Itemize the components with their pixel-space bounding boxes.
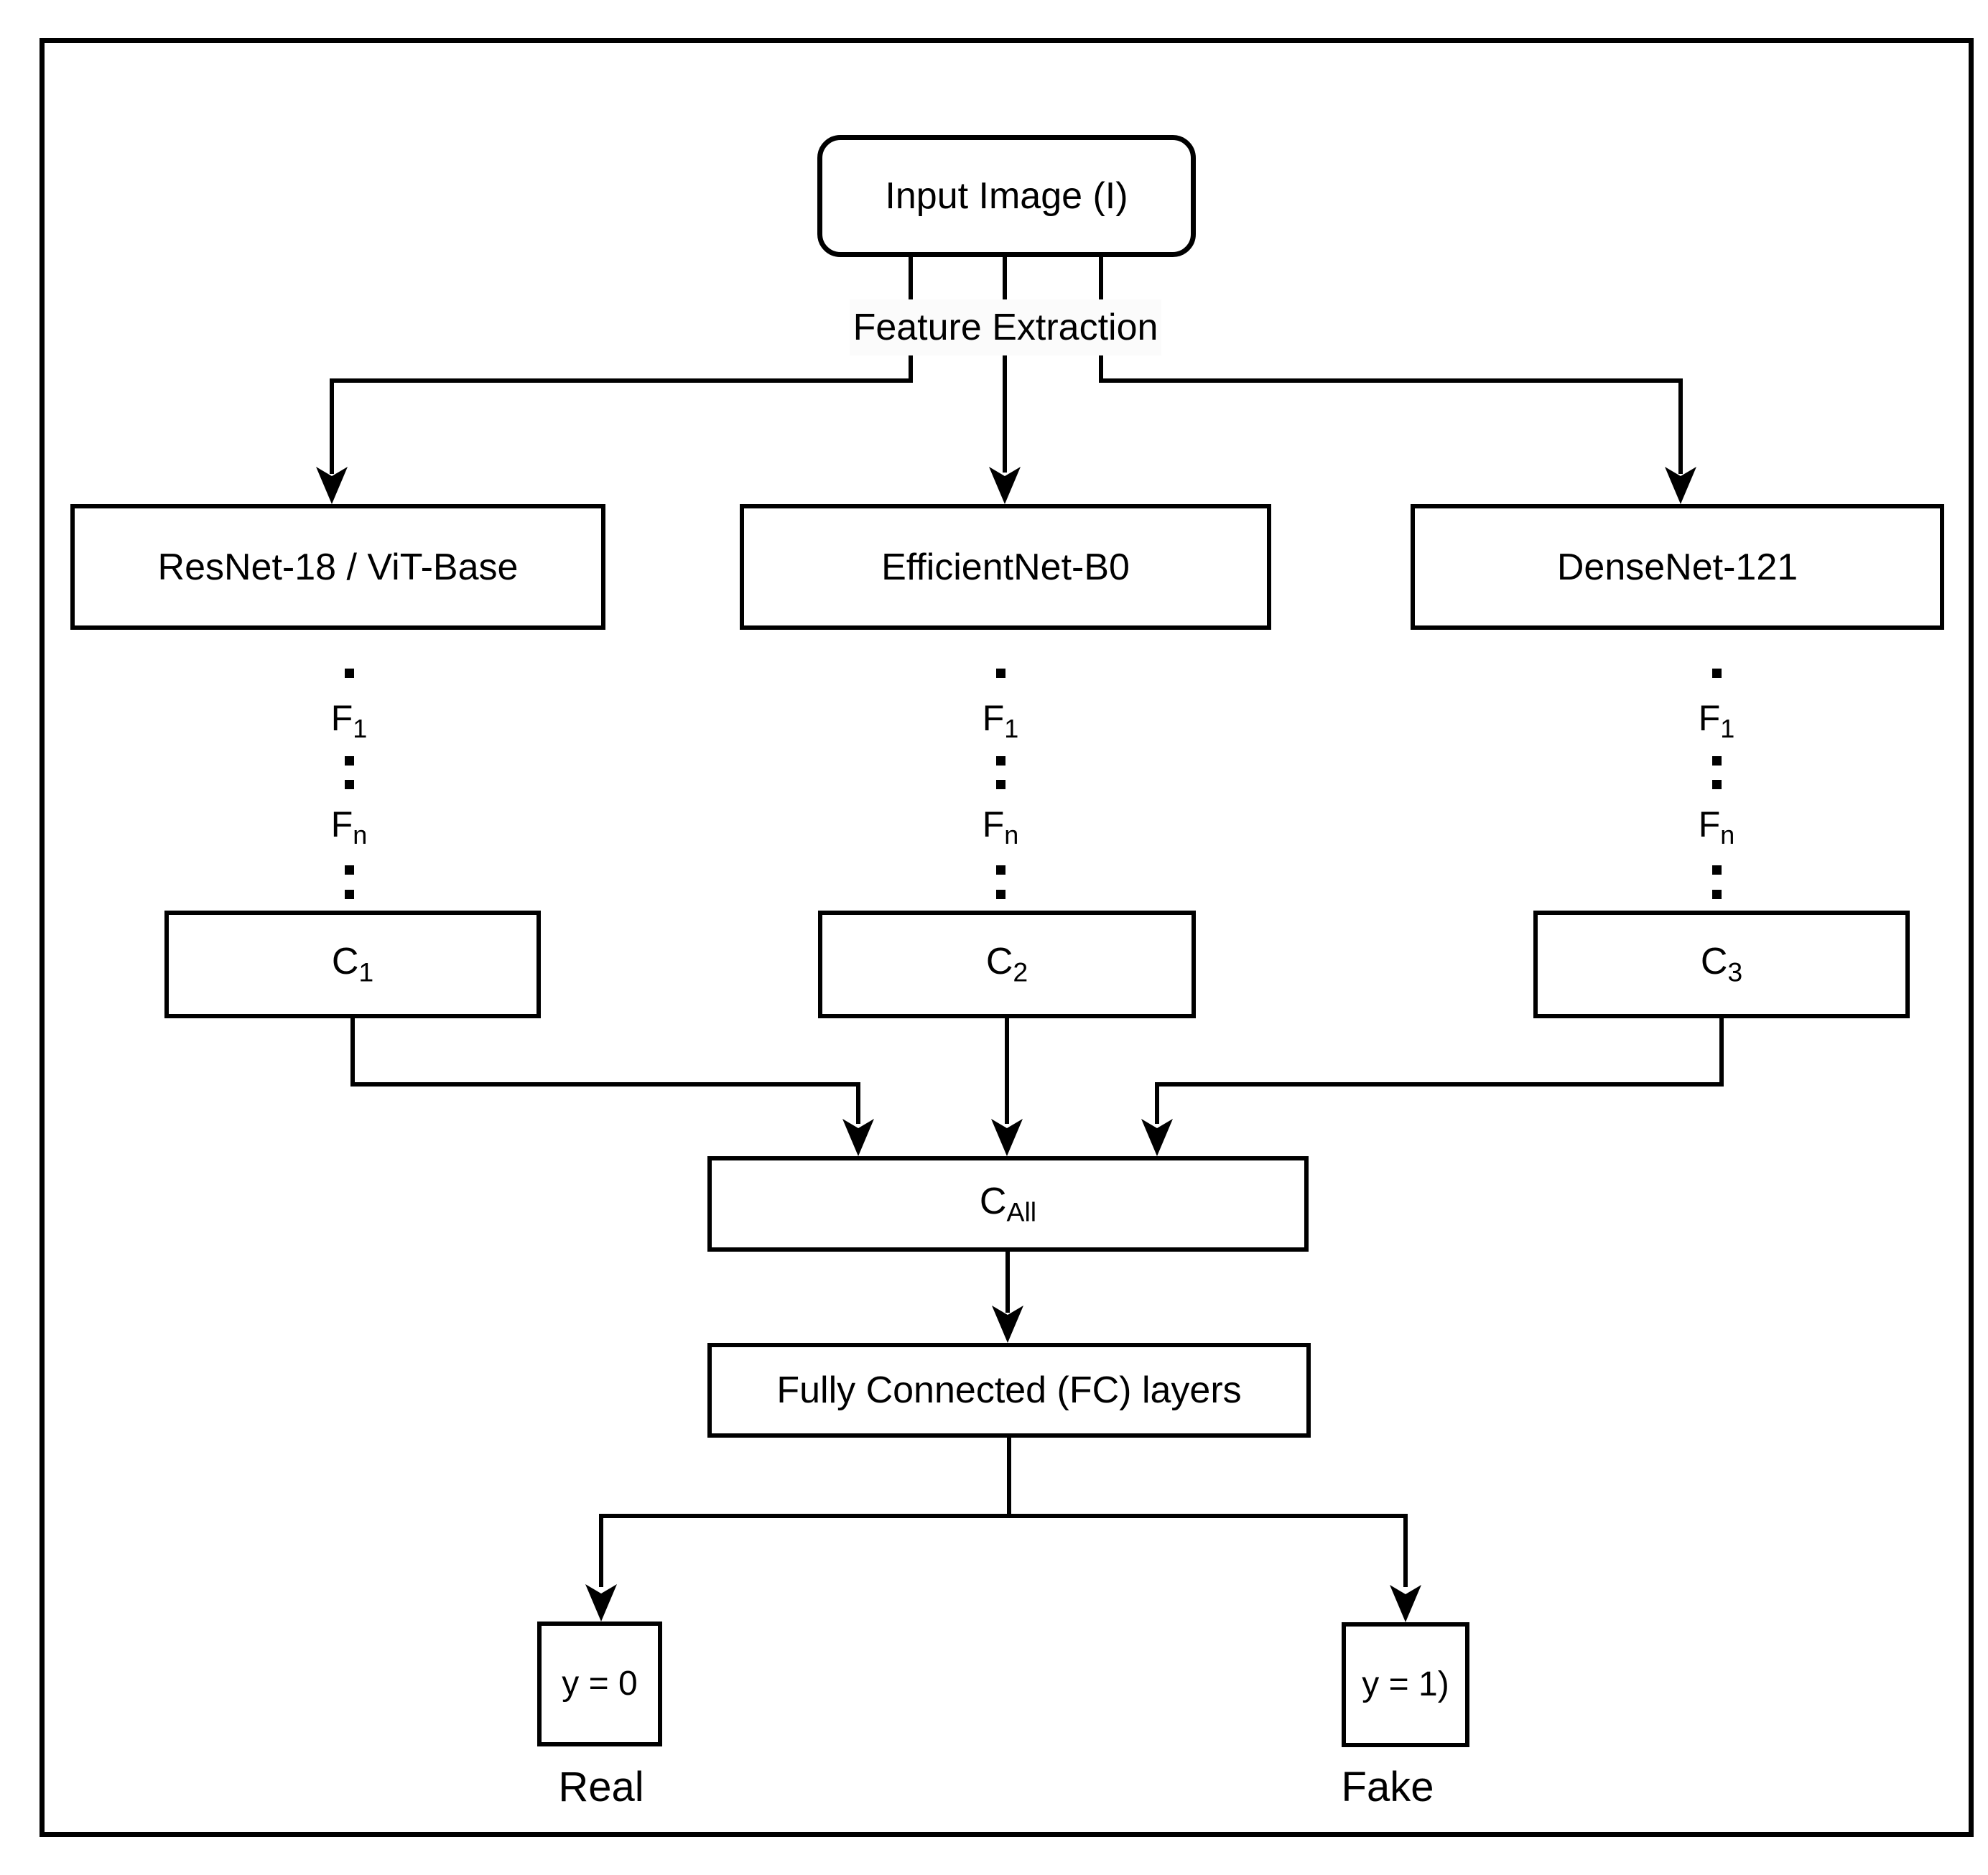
output-real-node: y = 0 xyxy=(537,1622,662,1746)
connector-branch-right-horizontal xyxy=(1099,378,1683,383)
input-image-label: Input Image (I) xyxy=(885,175,1128,217)
feature-f1-label: F1 xyxy=(330,698,368,744)
arrowhead-c1-into-concat xyxy=(842,1119,874,1156)
classifier-c1-label: C1 xyxy=(331,941,374,987)
connector-c1-drop xyxy=(350,1016,355,1087)
classifier-c2-label: C2 xyxy=(985,941,1028,987)
feature-fn-label: Fn xyxy=(1698,804,1735,850)
output-fake-value: y = 1) xyxy=(1362,1665,1449,1703)
dot xyxy=(344,756,354,766)
connector-fc-drop xyxy=(1007,1438,1011,1518)
fully-connected-node: Fully Connected (FC) layers xyxy=(707,1343,1311,1438)
dot xyxy=(1711,756,1722,766)
backbone-densenet-label: DenseNet-121 xyxy=(1556,546,1798,588)
connector-concat-to-fc xyxy=(1005,1252,1010,1313)
arrowhead-into-densenet xyxy=(1665,467,1696,504)
feature-fn-label: Fn xyxy=(330,804,368,850)
diagram-frame xyxy=(40,38,1974,1837)
dot xyxy=(344,865,354,875)
arrowhead-into-real xyxy=(585,1584,617,1622)
feature-stack-middle: F1 Fn xyxy=(957,661,1044,900)
concat-call-label: CAll xyxy=(979,1180,1037,1227)
feature-stack-left: F1 Fn xyxy=(306,661,392,900)
arrowhead-into-efficientnet xyxy=(989,467,1021,504)
connector-split-left-drop xyxy=(599,1514,603,1587)
feature-stack-right: F1 Fn xyxy=(1673,661,1760,900)
classifier-c3-label: C3 xyxy=(1700,941,1743,987)
connector-branch-right-drop xyxy=(1678,378,1683,474)
connector-branch-left-horizontal xyxy=(330,378,913,383)
output-fake-caption: Fake xyxy=(1341,1764,1434,1810)
arrowhead-c3-into-concat xyxy=(1141,1119,1173,1156)
arrowhead-into-fake xyxy=(1390,1585,1421,1622)
backbone-resnet-node: ResNet-18 / ViT-Base xyxy=(70,504,605,630)
connector-branch-left-drop xyxy=(330,378,334,474)
dot xyxy=(1711,865,1722,875)
feature-f1-label: F1 xyxy=(1698,698,1735,744)
output-real-value: y = 0 xyxy=(562,1665,638,1703)
arrowhead-c2-into-concat xyxy=(991,1119,1023,1156)
connector-input-middle-line xyxy=(1003,255,1007,473)
dot xyxy=(344,780,354,790)
connector-c1-horizontal xyxy=(350,1082,860,1087)
feature-f1-label: F1 xyxy=(982,698,1019,744)
output-fake-node: y = 1) xyxy=(1342,1622,1469,1747)
output-real-caption: Real xyxy=(558,1764,644,1810)
arrowhead-into-fc xyxy=(992,1306,1023,1343)
classifier-c1-node: C1 xyxy=(164,911,541,1018)
connector-c3-drop xyxy=(1719,1016,1724,1087)
connector-split-right-drop xyxy=(1403,1514,1408,1587)
classifier-c3-node: C3 xyxy=(1533,911,1910,1018)
input-image-node: Input Image (I) xyxy=(817,135,1196,257)
arrowhead-into-resnet xyxy=(316,467,348,504)
dot xyxy=(1711,780,1722,790)
dot xyxy=(995,865,1005,875)
feature-extraction-label: Feature Extraction xyxy=(850,299,1161,355)
dot xyxy=(995,756,1005,766)
backbone-resnet-label: ResNet-18 / ViT-Base xyxy=(157,546,519,588)
backbone-efficientnet-node: EfficientNet-B0 xyxy=(740,504,1271,630)
dot xyxy=(1711,669,1722,678)
concat-call-node: CAll xyxy=(707,1156,1309,1252)
dot xyxy=(344,669,354,678)
connector-c2-drop xyxy=(1005,1016,1009,1124)
dot xyxy=(995,669,1005,678)
feature-fn-label: Fn xyxy=(982,804,1019,850)
dot xyxy=(344,890,354,900)
dot xyxy=(1711,890,1722,900)
backbone-densenet-node: DenseNet-121 xyxy=(1411,504,1944,630)
classifier-c2-node: C2 xyxy=(818,911,1196,1018)
dot xyxy=(995,890,1005,900)
connector-c3-into-concat xyxy=(1155,1082,1159,1124)
fully-connected-label: Fully Connected (FC) layers xyxy=(776,1369,1242,1411)
connector-c1-into-concat xyxy=(856,1082,860,1124)
connector-c3-horizontal xyxy=(1155,1082,1724,1087)
backbone-efficientnet-label: EfficientNet-B0 xyxy=(881,546,1130,588)
dot xyxy=(995,780,1005,790)
connector-split-horizontal xyxy=(599,1514,1408,1518)
